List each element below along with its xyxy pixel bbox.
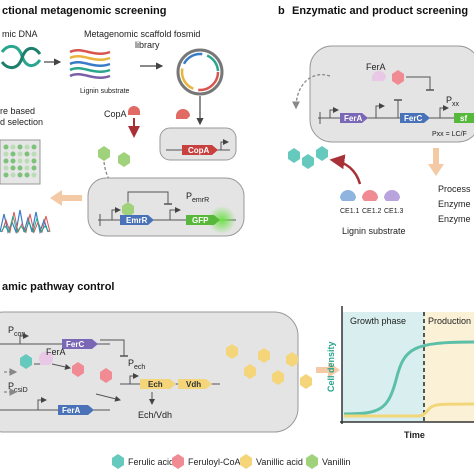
fera-label-c: FerA [46,347,66,357]
gfp-gene-label: GFP [192,216,209,225]
growth-phase-label: Growth phase [350,316,406,326]
legend-swatch-ferulic-acid [112,454,124,469]
lignin-substrate-label-b: Lignin substrate [342,226,406,236]
ech-gene [140,379,176,389]
fera-gene-c-label: FerA [62,406,80,415]
legend: Ferulic acid Feruloyl-CoA Vanillic acid … [112,454,350,469]
panel-a-title: ctional metagenomic screening [2,5,166,17]
vanillin-molecule-icon [98,146,110,161]
dna-twist-icon [0,45,42,69]
gfp-gene [186,215,220,225]
process-label-2: Enzyme [438,199,471,209]
ferc-gene-c [62,339,98,349]
selection-label-1: re based [0,106,35,116]
x-axis-label: Time [404,430,425,440]
fera-gene-b-label: FerA [344,114,362,123]
panel-b-title: Enzymatic and product screening [292,5,468,17]
legend-label-vanillin: Vanillin [322,457,350,467]
library-label-1: Metagenomic scaffold fosmid [84,29,200,39]
legend-swatch-vanillin [306,454,318,469]
sf-gene-label: sf [460,114,467,123]
ce1-3-label: CE1.3 [384,208,404,215]
ferc-gene-b [400,113,430,123]
vanillin-molecule-icon [118,152,130,167]
promoter-emrr-label: PemrR [186,191,209,204]
growth-chart: Growth phase Production Cell density Tim… [326,306,474,440]
growth-phase-region [342,312,424,422]
copa-bound-icon [176,109,190,119]
legend-label-ferulic-acid: Ferulic acid [128,457,174,467]
vdh-gene-label: Vdh [186,380,201,389]
library-label-2: library [135,40,160,50]
ech-vdh-label: Ech/Vdh [138,410,172,420]
legend-label-vanillic-acid: Vanillic acid [256,457,303,467]
fera-gene-c [58,405,94,415]
pcsid-label: PcsiD [8,381,28,394]
panel-c-title: amic pathway control [2,281,114,293]
ferc-gene-b-label: FerC [404,114,422,123]
production-curve [344,402,474,418]
copa-gene-label: CopA [188,146,210,155]
ce1-1-label: CE1.1 [340,208,360,215]
fera-label-b: FerA [366,62,386,72]
process-label-3: Enzyme [438,214,471,224]
fosmid-library-icon [176,48,224,96]
pxx-label: Pxx [446,95,460,108]
fera-protein-c-icon [38,351,53,365]
y-axis-label: Cell density [326,341,336,392]
copa-cell [159,127,237,161]
cell-density-curve [343,340,474,416]
ferulic-acid-icon [288,148,300,163]
sequencing-trace-icon [0,209,49,235]
microplate-icon [0,139,41,185]
copa-protein-icon [128,106,140,115]
pxx-note: Pxx = LC/F [432,131,467,138]
fera-gene-b [340,113,368,123]
production-phase-label: Production [428,316,471,326]
legend-swatch-feruloyl-coa [172,454,184,469]
pcon-label: Pcon [8,325,25,338]
ce1-2-label: CE1.2 [362,208,382,215]
panel-b-letter: b [278,5,285,17]
fera-protein-icon [372,71,386,81]
ferulic-acid-icon [316,146,328,161]
legend-label-feruloyl-coa: Feruloyl-CoA [188,457,241,467]
ce1-2-enzyme-icon [362,190,378,201]
copa-label: CopA [104,109,127,119]
dna-fragments-icon [69,49,111,79]
selection-label-2: d selection [0,117,43,127]
process-label-1: Process [438,184,471,194]
dna-label: mic DNA [2,29,38,39]
gfp-glow [208,206,236,234]
emrr-gene [120,215,154,225]
feruloyl-coa-icon [392,70,404,85]
copa-gene [182,145,218,155]
sf-gene [454,113,474,123]
ce1-3-enzyme-icon [384,190,400,201]
lignin-substrate-label-a: Lignin substrate [80,88,130,95]
pech-label: Pech [128,358,145,371]
ferulic-acid-icon [302,154,314,169]
vdh-gene [178,379,212,389]
screening-cell [309,45,474,143]
emrr-gene-label: EmrR [126,216,148,225]
enzyme-arrow [329,154,362,185]
ce1-1-enzyme-icon [340,190,356,201]
legend-swatch-vanillic-acid [240,454,252,469]
ech-gene-label: Ech [148,380,163,389]
ferc-gene-c-label: FerC [66,340,84,349]
